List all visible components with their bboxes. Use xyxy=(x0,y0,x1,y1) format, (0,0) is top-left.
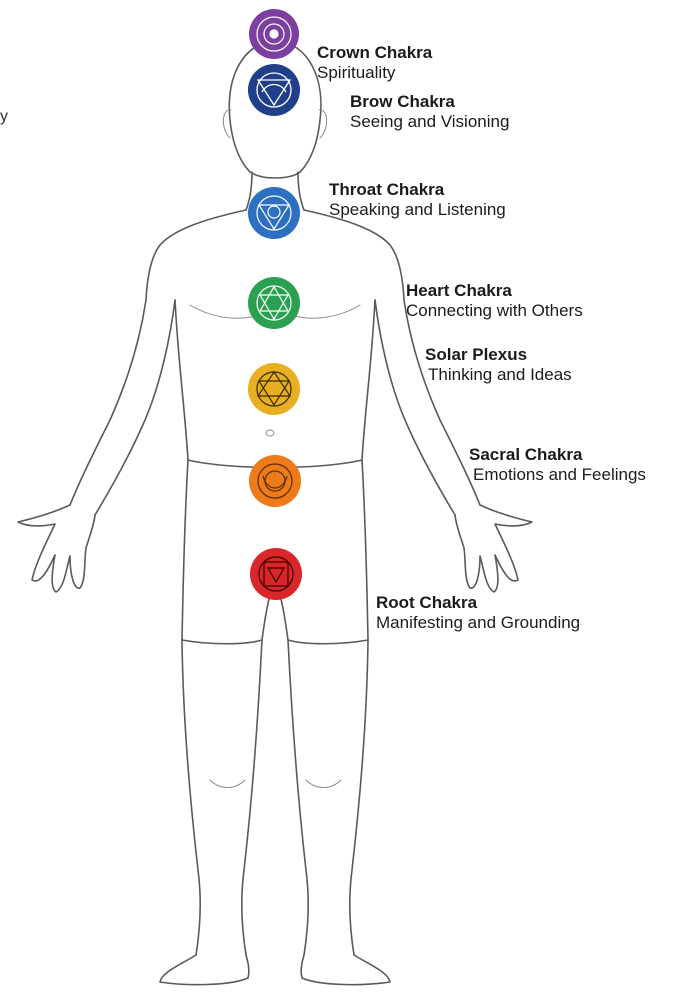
throat-chakra-circle xyxy=(248,187,300,239)
chakra-name: Solar Plexus xyxy=(425,345,572,365)
sacral-chakra-circle xyxy=(249,455,301,507)
heart-chakra-marker xyxy=(248,277,300,329)
chakra-meaning: Speaking and Listening xyxy=(329,200,506,220)
chakra-meaning: Spirituality xyxy=(317,63,432,83)
brow-chakra-circle xyxy=(248,64,300,116)
solar-plexus-marker xyxy=(248,363,300,415)
chakra-name: Sacral Chakra xyxy=(469,445,646,465)
sacral-chakra-marker xyxy=(249,455,301,507)
chakra-name: Root Chakra xyxy=(376,593,580,613)
chakra-markers xyxy=(248,9,302,600)
chakra-meaning: Emotions and Feelings xyxy=(473,465,646,485)
chakra-name: Brow Chakra xyxy=(350,92,509,112)
crown-chakra-label: Crown Chakra Spirituality xyxy=(317,43,432,82)
throat-chakra-label: Throat Chakra Speaking and Listening xyxy=(329,180,506,219)
chakra-name: Throat Chakra xyxy=(329,180,506,200)
root-chakra-marker xyxy=(250,548,302,600)
root-chakra-circle xyxy=(250,548,302,600)
sacral-chakra-label: Sacral Chakra Emotions and Feelings xyxy=(469,445,646,484)
edge-fragment: y xyxy=(0,108,8,126)
throat-chakra-marker xyxy=(248,187,300,239)
brow-chakra-label: Brow Chakra Seeing and Visioning xyxy=(350,92,509,131)
chakra-meaning: Seeing and Visioning xyxy=(350,112,509,132)
root-chakra-label: Root Chakra Manifesting and Grounding xyxy=(376,593,580,632)
chakra-meaning: Thinking and Ideas xyxy=(428,365,572,385)
solar-plexus-label: Solar Plexus Thinking and Ideas xyxy=(425,345,572,384)
heart-chakra-circle xyxy=(248,277,300,329)
chakra-name: Heart Chakra xyxy=(406,281,583,301)
solar-plexus-circle xyxy=(248,363,300,415)
chakra-meaning: Manifesting and Grounding xyxy=(376,613,580,633)
heart-chakra-label: Heart Chakra Connecting with Others xyxy=(406,281,583,320)
chakra-name: Crown Chakra xyxy=(317,43,432,63)
chakra-meaning: Connecting with Others xyxy=(406,301,583,321)
brow-chakra-marker xyxy=(248,64,300,116)
crown-chakra-marker xyxy=(249,9,299,59)
